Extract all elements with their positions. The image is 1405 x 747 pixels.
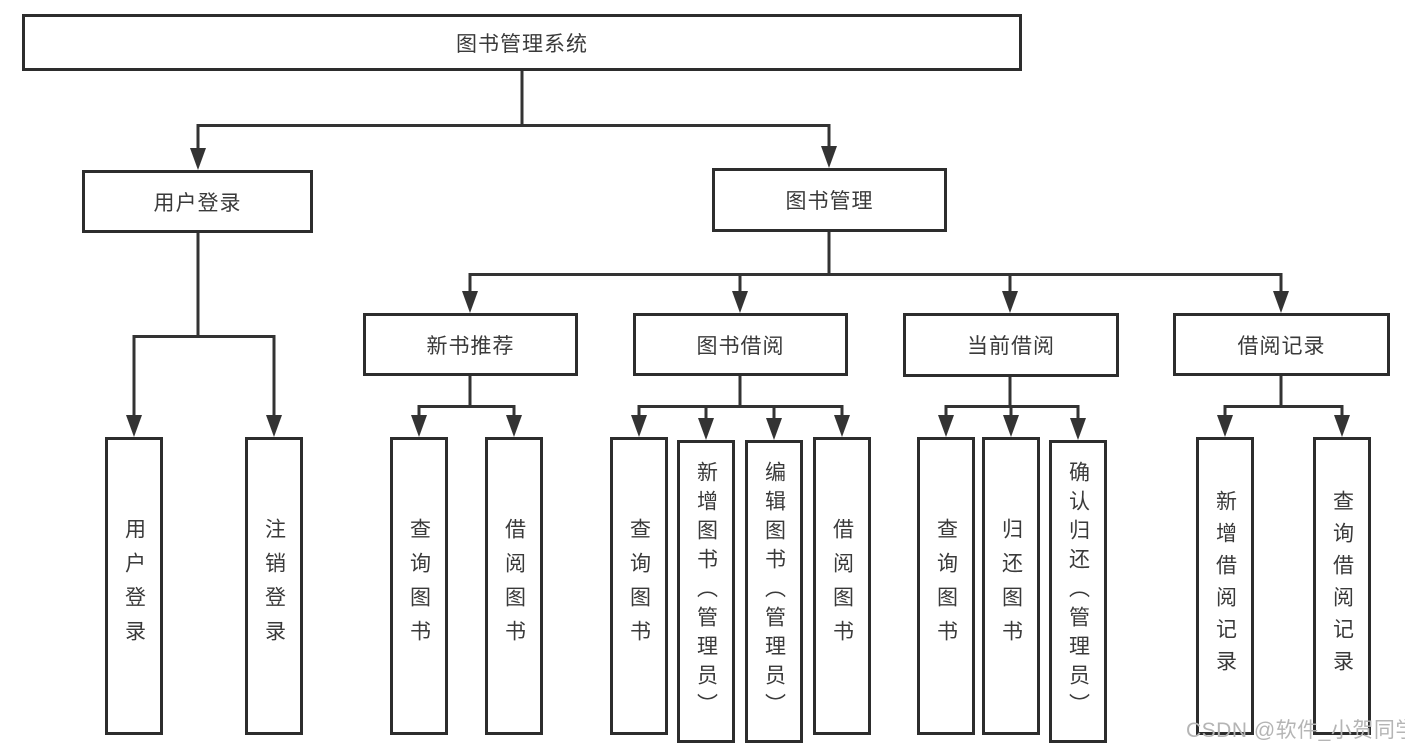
node-book-borrowing: 图书借阅 — [633, 313, 848, 376]
leaf-label: 用户登录 — [122, 518, 146, 654]
node-label: 图书管理 — [785, 190, 874, 213]
node-root: 图书管理系统 — [22, 14, 1022, 71]
leaf-label: 确认归还（管理员） — [1066, 461, 1090, 722]
node-user-login: 用户登录 — [82, 170, 313, 233]
leaf-label: 查询图书 — [407, 518, 431, 654]
leaf-label: 借阅图书 — [830, 518, 854, 654]
node-current-borrowing: 当前借阅 — [903, 313, 1119, 377]
node-book-management: 图书管理 — [712, 168, 947, 232]
leaf-query-borrow-record: 查询借阅记录 — [1313, 437, 1371, 735]
node-label: 新书推荐 — [426, 334, 515, 358]
leaf-label: 归还图书 — [999, 518, 1023, 654]
leaf-label: 查询图书 — [934, 518, 958, 654]
leaf-user-login: 用户登录 — [105, 437, 163, 735]
leaf-add-books-admin: 新增图书（管理员） — [677, 440, 735, 743]
leaf-label: 借阅图书 — [502, 518, 526, 654]
leaf-edit-books-admin: 编辑图书（管理员） — [745, 440, 803, 743]
leaf-return-books: 归还图书 — [982, 437, 1040, 735]
leaf-add-borrow-record: 新增借阅记录 — [1196, 437, 1254, 735]
node-borrow-records: 借阅记录 — [1173, 313, 1390, 376]
leaf-logout-login: 注销登录 — [245, 437, 303, 735]
node-label: 当前借阅 — [967, 335, 1055, 358]
leaf-label: 查询图书 — [627, 518, 651, 654]
leaf-label: 新增借阅记录 — [1213, 490, 1237, 682]
leaf-label: 编辑图书（管理员） — [762, 461, 786, 722]
node-label: 借阅记录 — [1237, 334, 1326, 358]
leaf-label: 注销登录 — [262, 518, 286, 654]
node-new-book-recommend: 新书推荐 — [363, 313, 578, 376]
leaf-query-books-borrowing: 查询图书 — [610, 437, 668, 735]
leaf-borrow-books-borrowing: 借阅图书 — [813, 437, 871, 735]
leaf-borrow-books-recommend: 借阅图书 — [485, 437, 543, 735]
node-label: 图书借阅 — [696, 334, 785, 358]
leaf-query-books-recommend: 查询图书 — [390, 437, 448, 735]
leaf-label: 新增图书（管理员） — [694, 461, 718, 722]
node-label: 图书管理系统 — [456, 32, 588, 56]
leaf-confirm-return-admin: 确认归还（管理员） — [1049, 440, 1107, 743]
leaf-label: 查询借阅记录 — [1330, 490, 1354, 682]
node-label: 用户登录 — [153, 191, 242, 215]
leaf-query-books-current: 查询图书 — [917, 437, 975, 735]
csdn-watermark: CSDN @软件_小贺同学 — [1186, 719, 1405, 742]
